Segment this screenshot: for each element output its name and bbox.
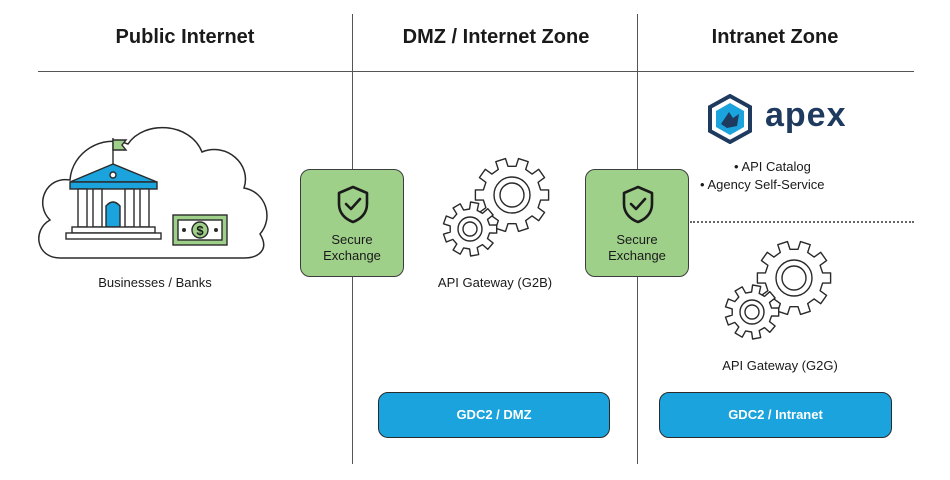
gear-small-icon [442, 201, 498, 257]
businesses-cloud-illustration: $ [38, 126, 268, 259]
apex-feature-item: • API Catalog [734, 159, 811, 174]
gears-icon-g2b [442, 157, 550, 257]
apex-feature-list: • API Catalog • Agency Self-Service [700, 158, 825, 194]
secure-exchange-label: Secure Exchange [323, 232, 381, 263]
zone-title-intranet: Intranet Zone [711, 26, 839, 48]
gear-large-icon [756, 240, 832, 316]
api-gateway-g2g-label: API Gateway (G2G) [722, 358, 838, 373]
shield-check-icon [337, 185, 369, 224]
svg-text:$: $ [196, 223, 204, 238]
businesses-banks-label: Businesses / Banks [98, 275, 212, 290]
platform-gdc2-intranet: GDC2 / Intranet [659, 392, 892, 438]
shield-check-icon [622, 185, 654, 224]
money-bill-icon: $ [172, 214, 228, 246]
secure-exchange-box-dmz-intranet: Secure Exchange [585, 169, 689, 277]
platform-gdc2-dmz: GDC2 / DMZ [378, 392, 610, 438]
api-gateway-g2b-label: API Gateway (G2B) [437, 275, 553, 290]
gear-small-icon [724, 284, 780, 340]
gear-large-icon [474, 157, 550, 233]
intranet-dotted-divider [690, 221, 914, 223]
bank-building-icon [65, 138, 162, 240]
header-divider [38, 71, 914, 72]
secure-exchange-box-public-dmz: Secure Exchange [300, 169, 404, 277]
apex-logo-text: apex [765, 96, 847, 134]
zone-title-dmz: DMZ / Internet Zone [402, 26, 590, 48]
gears-icon-g2g [724, 240, 832, 340]
apex-logo-icon [708, 94, 752, 144]
zone-title-public-internet: Public Internet [115, 26, 255, 48]
secure-exchange-label: Secure Exchange [608, 232, 666, 263]
apex-feature-item: • Agency Self-Service [700, 177, 825, 192]
